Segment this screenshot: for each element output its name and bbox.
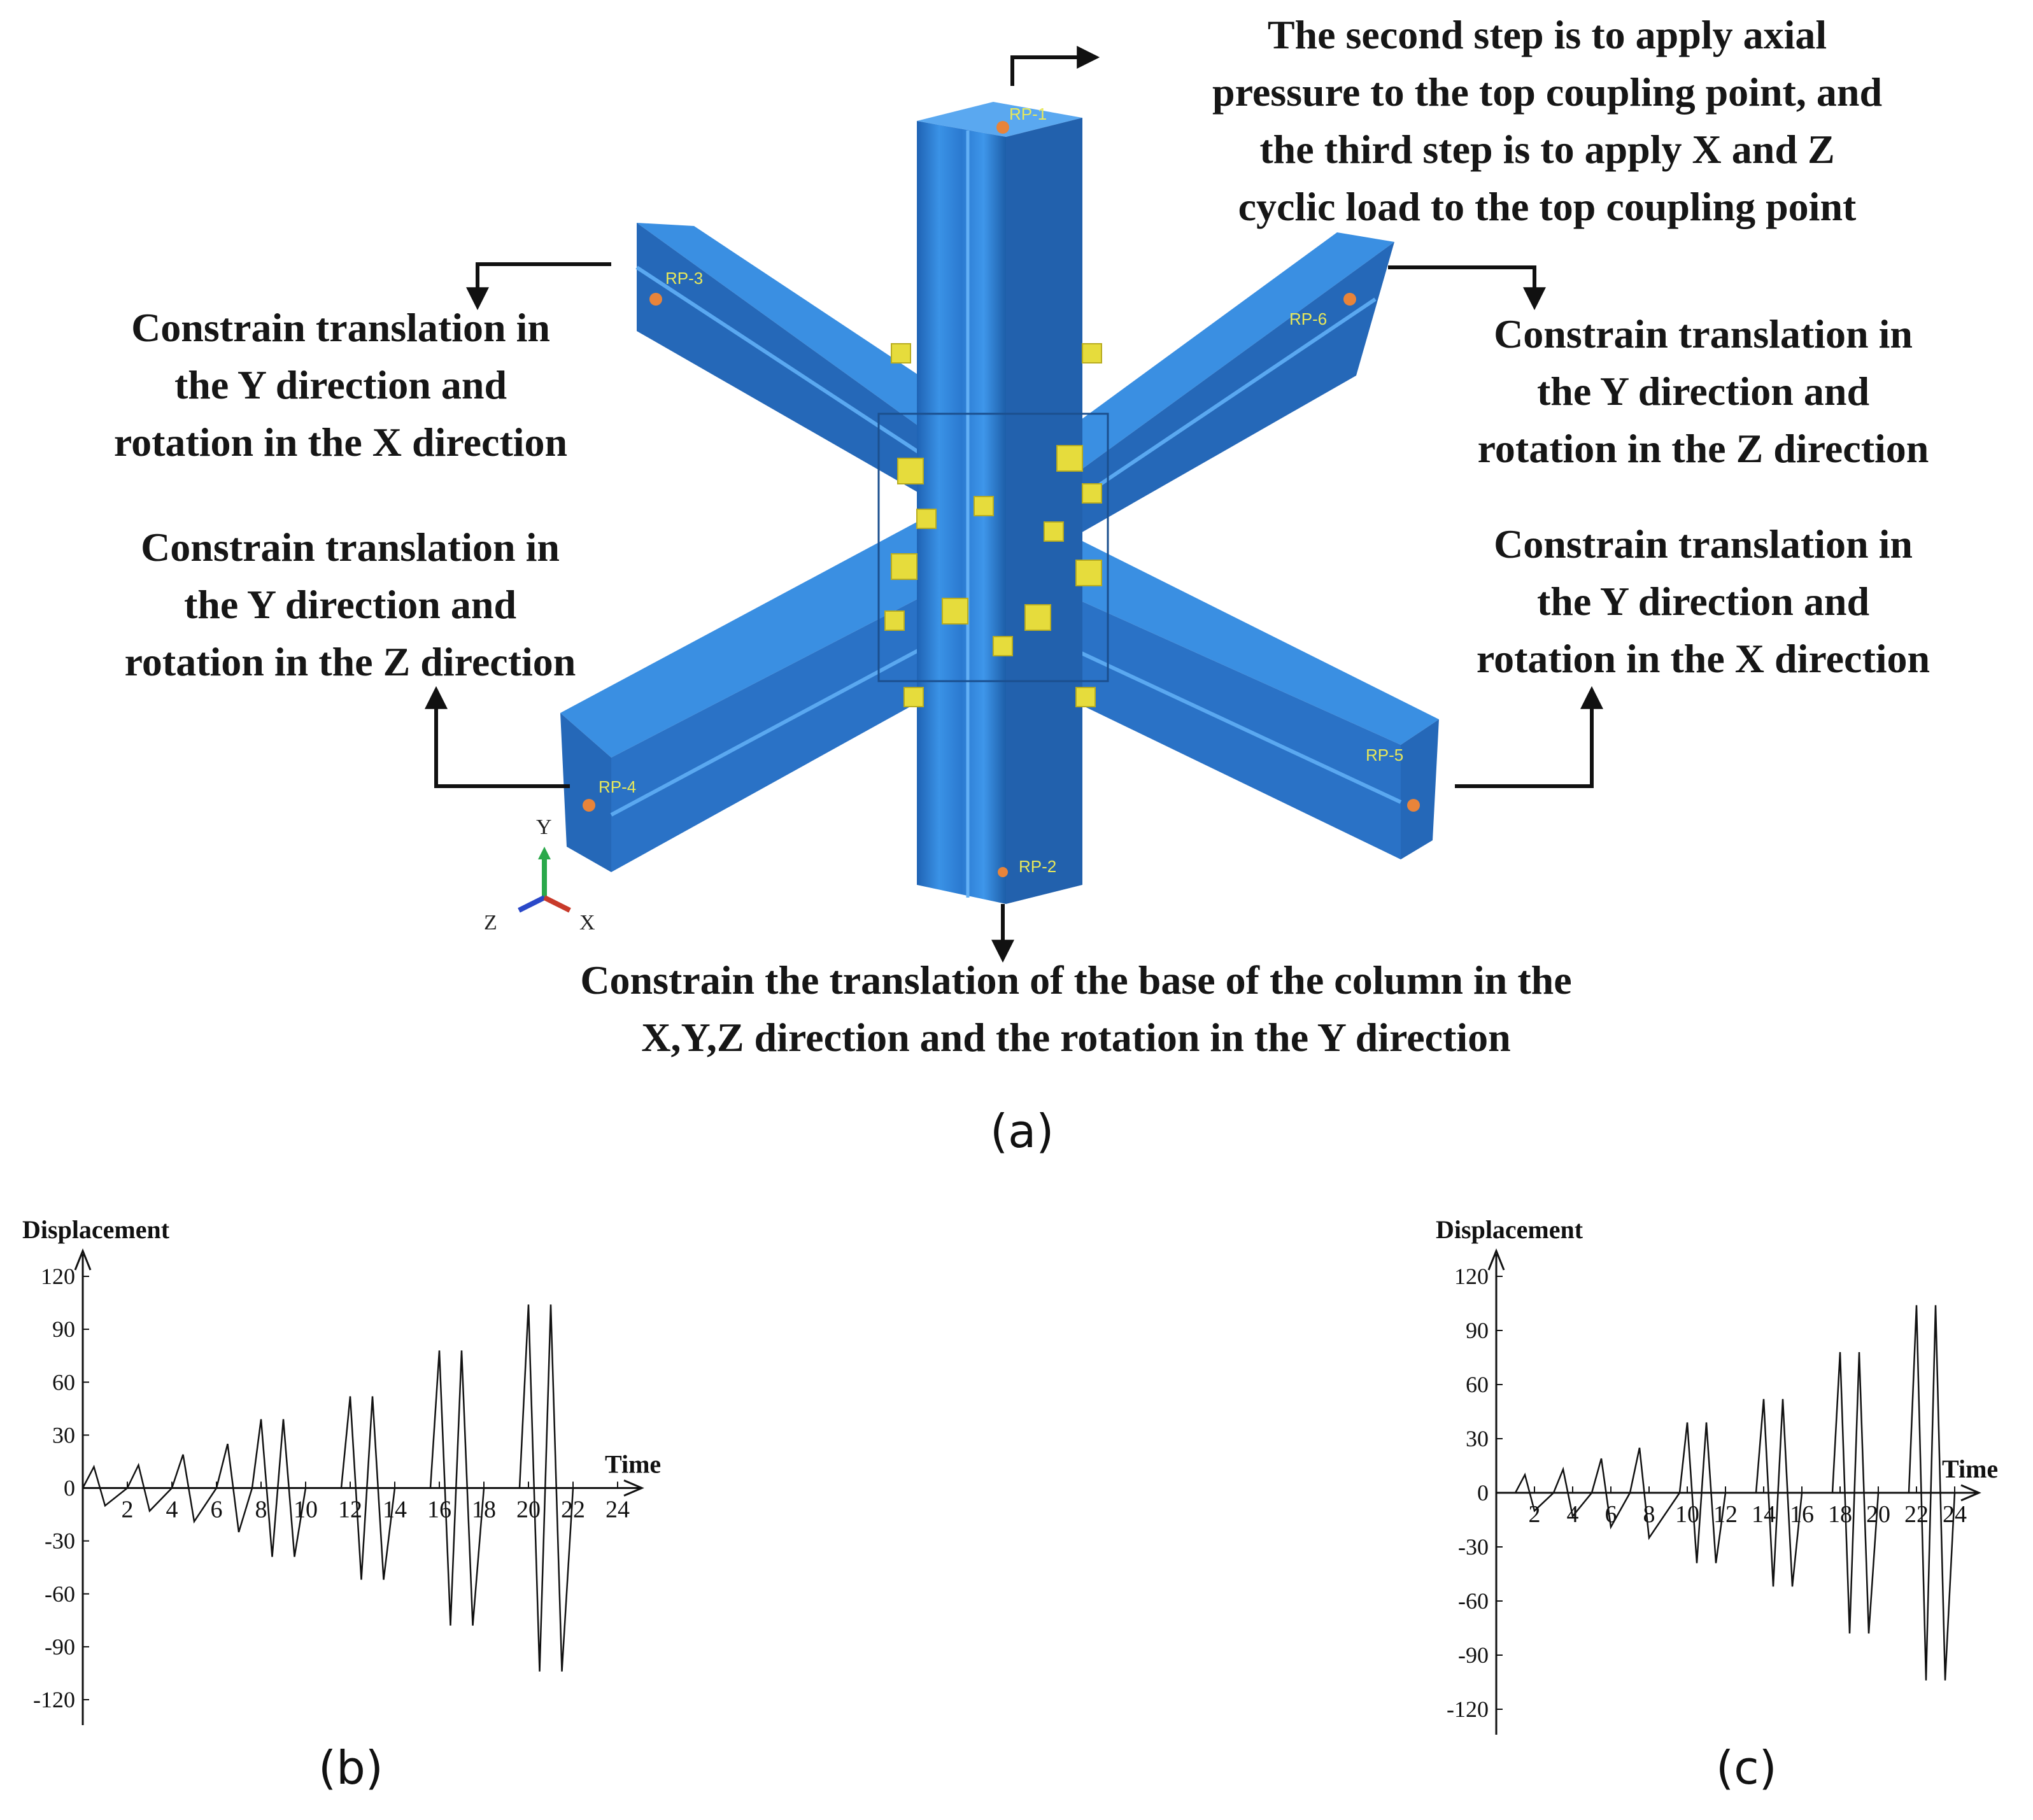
x-tick-label: 6 — [211, 1497, 223, 1523]
svg-text:X: X — [579, 911, 595, 935]
note-lower-right-line-3: rotation in the X direction — [1476, 636, 1930, 681]
y-tick-label: 90 — [1466, 1318, 1489, 1343]
y-tick-label: 60 — [52, 1369, 75, 1395]
note-bottom-line-1: Constrain the translation of the base of… — [580, 957, 1572, 1003]
column — [917, 102, 1082, 904]
panel-zone — [877, 343, 1109, 707]
x-tick-label: 22 — [1904, 1501, 1929, 1528]
displacement-series-line — [81, 1304, 574, 1672]
note-upper-left-line-1: Constrain translation in — [131, 305, 550, 350]
y-tick-label: -30 — [1458, 1534, 1489, 1560]
caption-c: (c) — [1716, 1741, 1777, 1795]
x-tick-label: 24 — [606, 1497, 630, 1523]
note-lower-right-line-2: the Y direction and — [1536, 579, 1870, 624]
note-top-line-2: pressure to the top coupling point, and — [1212, 69, 1883, 115]
beam-lower-right — [1017, 528, 1439, 859]
note-lower-left-line-1: Constrain translation in — [141, 525, 560, 570]
x-tick-label: 14 — [1752, 1501, 1776, 1528]
svg-text:Z: Z — [484, 911, 497, 935]
x-axis-label: Time — [1942, 1455, 1998, 1483]
annotation-arrows — [425, 46, 1603, 963]
x-axis-label: Time — [605, 1450, 661, 1479]
x-tick-label: 20 — [516, 1497, 541, 1523]
x-tick-label: 18 — [472, 1497, 496, 1523]
svg-text:RP-1: RP-1 — [1009, 104, 1047, 123]
y-tick-label: 30 — [1466, 1426, 1489, 1451]
note-lower-left-line-2: the Y direction and — [183, 582, 517, 627]
note-upper-right-line-2: the Y direction and — [1536, 369, 1870, 414]
y-tick-label: -60 — [1458, 1588, 1489, 1614]
x-tick-label: 18 — [1828, 1501, 1852, 1528]
x-tick-label: 12 — [338, 1497, 362, 1523]
note-upper-right-line-3: rotation in the Z direction — [1477, 426, 1929, 471]
note-upper-left-line-2: the Y direction and — [174, 362, 507, 407]
caption-b: (b) — [318, 1741, 383, 1795]
y-tick-label: 120 — [41, 1264, 75, 1289]
note-bottom-line-2: X,Y,Z direction and the rotation in the … — [641, 1015, 1511, 1060]
x-tick-label: 10 — [1675, 1501, 1699, 1528]
joint-model-diagram: RP-1 RP-2 RP-3 RP-4 RP-5 RP-6 Y Z X — [425, 46, 1603, 963]
x-tick-label: 12 — [1713, 1501, 1738, 1528]
note-top-line-3: the third step is to apply X and Z — [1259, 127, 1835, 172]
y-axis-label: Displacement — [1436, 1215, 1583, 1244]
note-lower-right-line-1: Constrain translation in — [1494, 521, 1913, 567]
reference-points: RP-1 RP-2 RP-3 RP-4 RP-5 RP-6 — [583, 104, 1420, 877]
x-tick-label: 16 — [427, 1497, 451, 1523]
x-tick-label: 2 — [122, 1497, 134, 1523]
note-bottom: Constrain the translation of the base of… — [446, 952, 1706, 1066]
y-axis-arrow-icon — [74, 1248, 92, 1271]
y-tick-label: 120 — [1454, 1264, 1489, 1289]
note-top-line-1: The second step is to apply axial — [1267, 12, 1827, 57]
x-tick-label: 8 — [255, 1497, 267, 1523]
x-axis-arrow-icon — [623, 1479, 644, 1497]
y-tick-label: 60 — [1466, 1372, 1489, 1397]
x-tick-label: 4 — [166, 1497, 178, 1523]
y-tick-label: -90 — [45, 1634, 75, 1660]
y-axis-label: Displacement — [22, 1215, 170, 1244]
x-axis-arrow-icon — [1960, 1484, 1981, 1502]
x-tick-label: 2 — [1529, 1501, 1541, 1528]
y-tick-label: 90 — [52, 1316, 75, 1342]
svg-text:RP-5: RP-5 — [1366, 745, 1403, 765]
y-tick-label: -120 — [1447, 1697, 1489, 1722]
note-top-line-4: cyclic load to the top coupling point — [1238, 184, 1857, 229]
x-tick-label: 10 — [294, 1497, 318, 1523]
x-tick-label: 14 — [383, 1497, 407, 1523]
note-lower-right: Constrain translation in the Y direction… — [1417, 516, 1990, 688]
svg-text:RP-3: RP-3 — [665, 269, 703, 288]
y-tick-label: -90 — [1458, 1642, 1489, 1668]
note-lower-left-line-3: rotation in the Z direction — [124, 639, 576, 684]
y-tick-label: 0 — [64, 1476, 75, 1501]
x-tick-label: 16 — [1790, 1501, 1814, 1528]
svg-text:RP-2: RP-2 — [1019, 857, 1056, 876]
note-top: The second step is to apply axial pressu… — [1133, 6, 1961, 236]
x-tick-label: 20 — [1866, 1501, 1890, 1528]
note-upper-right: Constrain translation in the Y direction… — [1417, 306, 1990, 477]
svg-text:RP-4: RP-4 — [599, 777, 636, 796]
note-lower-left: Constrain translation in the Y direction… — [70, 519, 630, 691]
y-tick-label: -60 — [45, 1581, 75, 1607]
svg-text:Y: Y — [536, 815, 552, 839]
note-upper-left: Constrain translation in the Y direction… — [57, 299, 624, 471]
y-tick-label: -120 — [33, 1687, 75, 1712]
note-upper-right-line-1: Constrain translation in — [1494, 311, 1913, 356]
y-tick-label: -30 — [45, 1528, 75, 1554]
y-axis-arrow-icon — [1487, 1248, 1505, 1271]
y-tick-label: 30 — [52, 1422, 75, 1448]
displacement-series-line — [1496, 1305, 1956, 1681]
y-tick-label: 0 — [1477, 1480, 1489, 1506]
caption-a: (a) — [990, 1104, 1054, 1158]
axes-triad: Y Z X — [484, 815, 595, 935]
note-upper-left-line-3: rotation in the X direction — [113, 420, 568, 465]
svg-text:RP-6: RP-6 — [1289, 309, 1327, 328]
